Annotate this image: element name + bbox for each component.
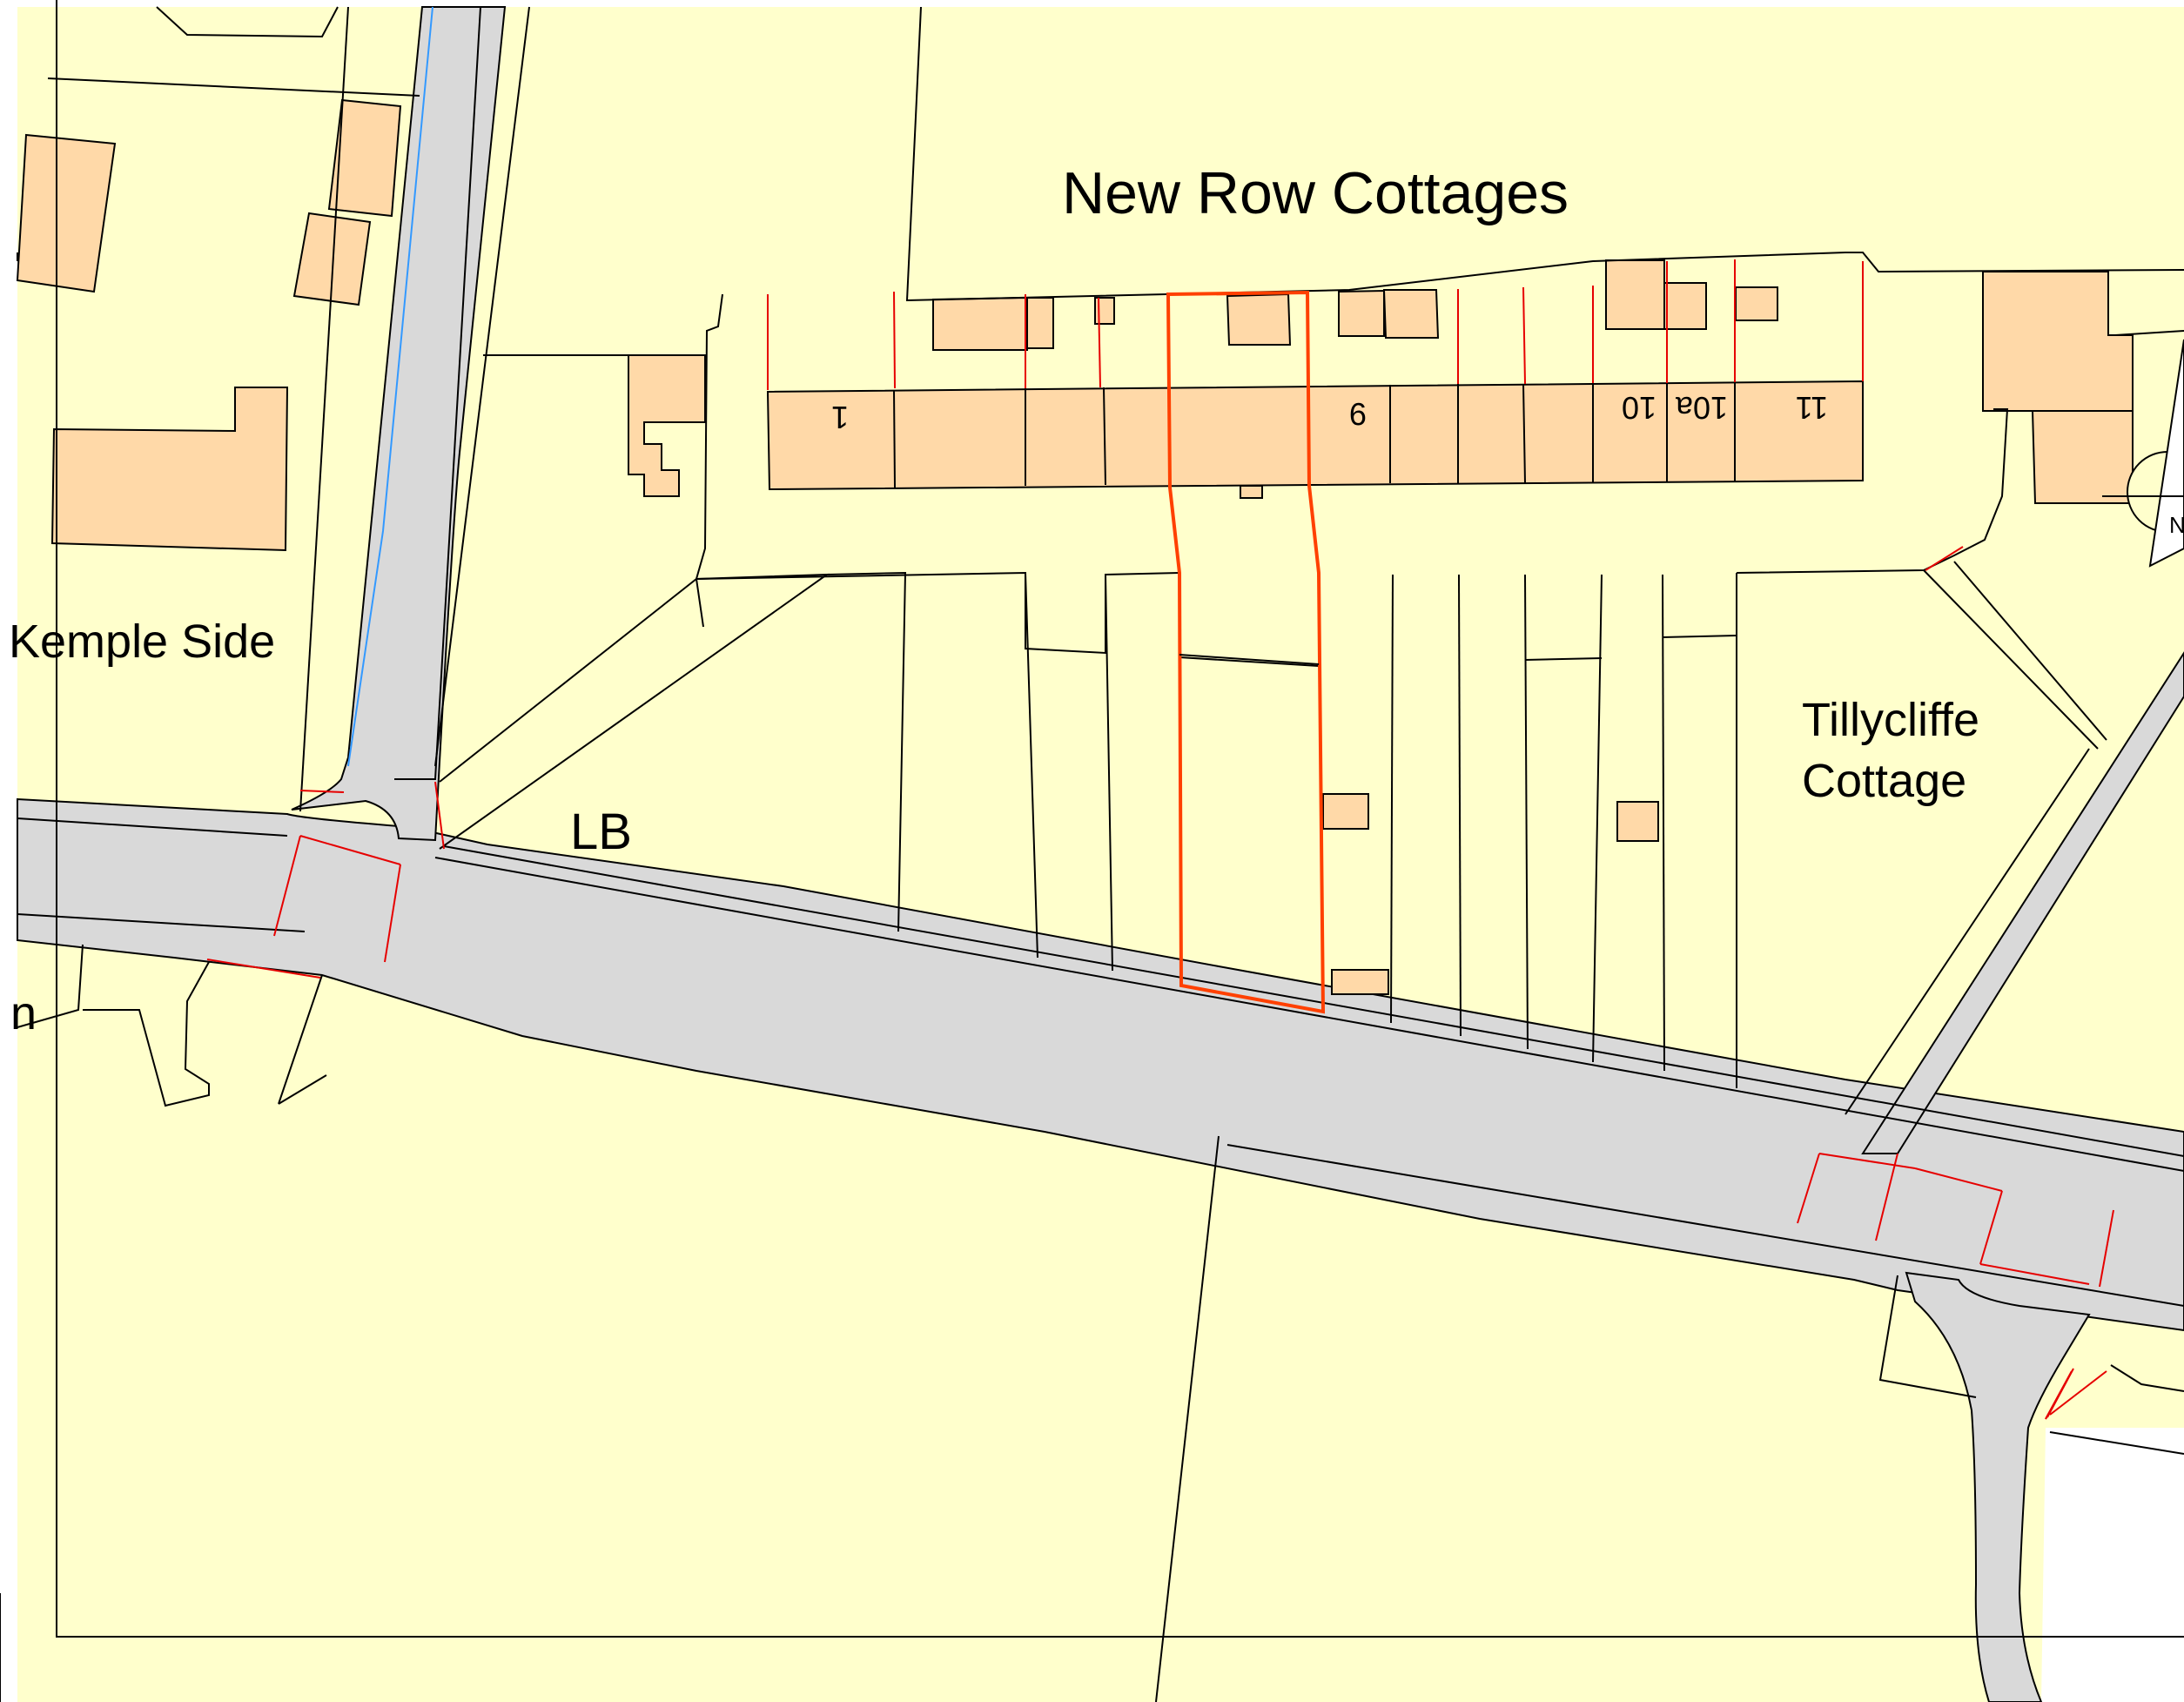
watercourse [347,6,433,767]
road-edge-lines [17,817,2184,1307]
site-inner-line [1179,654,1320,665]
south-road [1905,1271,2091,1702]
building [628,354,706,497]
building [932,296,1028,351]
main-road [17,797,2184,1332]
building [292,212,372,306]
building [2031,410,2134,504]
building [1616,801,1659,842]
building [1735,286,1778,321]
house-number-10: 10 [1622,390,1656,426]
red-boundaries [206,259,2114,1420]
building [1331,969,1389,995]
site-boundary [1166,290,1326,1014]
building [1663,282,1707,330]
roads [17,6,2184,1702]
label-kemple-side: Kemple Side [9,616,275,668]
label-tillycliffe-line1: Tillycliffe [1802,694,1979,746]
building [50,387,289,552]
building [1982,271,2134,412]
house-number-1: 1 [831,400,849,435]
terrace-party-walls [893,382,1736,488]
terrace-row [766,380,1864,491]
building [1322,793,1369,830]
buildings [16,98,2134,995]
building [16,133,117,293]
house-number-9: 9 [1349,396,1367,432]
north-east-lane [1861,651,2184,1154]
building [1338,289,1385,337]
building [327,98,402,218]
building [1605,259,1665,330]
building [1094,297,1115,325]
unmapped-area [2041,1428,2184,1702]
label-tillycliffe-line2: Cottage [1802,755,1966,807]
north-arrow-letter: N [2169,512,2184,538]
building [1226,293,1292,346]
label-new-row-cottages: New Row Cottages [1062,160,1569,226]
house-number-10a: 10a [1675,390,1728,426]
building [1026,297,1054,349]
north-side-road [291,6,507,842]
label-partial-left: n [10,987,37,1039]
building [1240,485,1263,499]
house-number-11: 11 [1796,390,1828,426]
north-arrow [2102,339,2184,568]
label-lb: LB [570,804,632,860]
building [1382,289,1440,339]
